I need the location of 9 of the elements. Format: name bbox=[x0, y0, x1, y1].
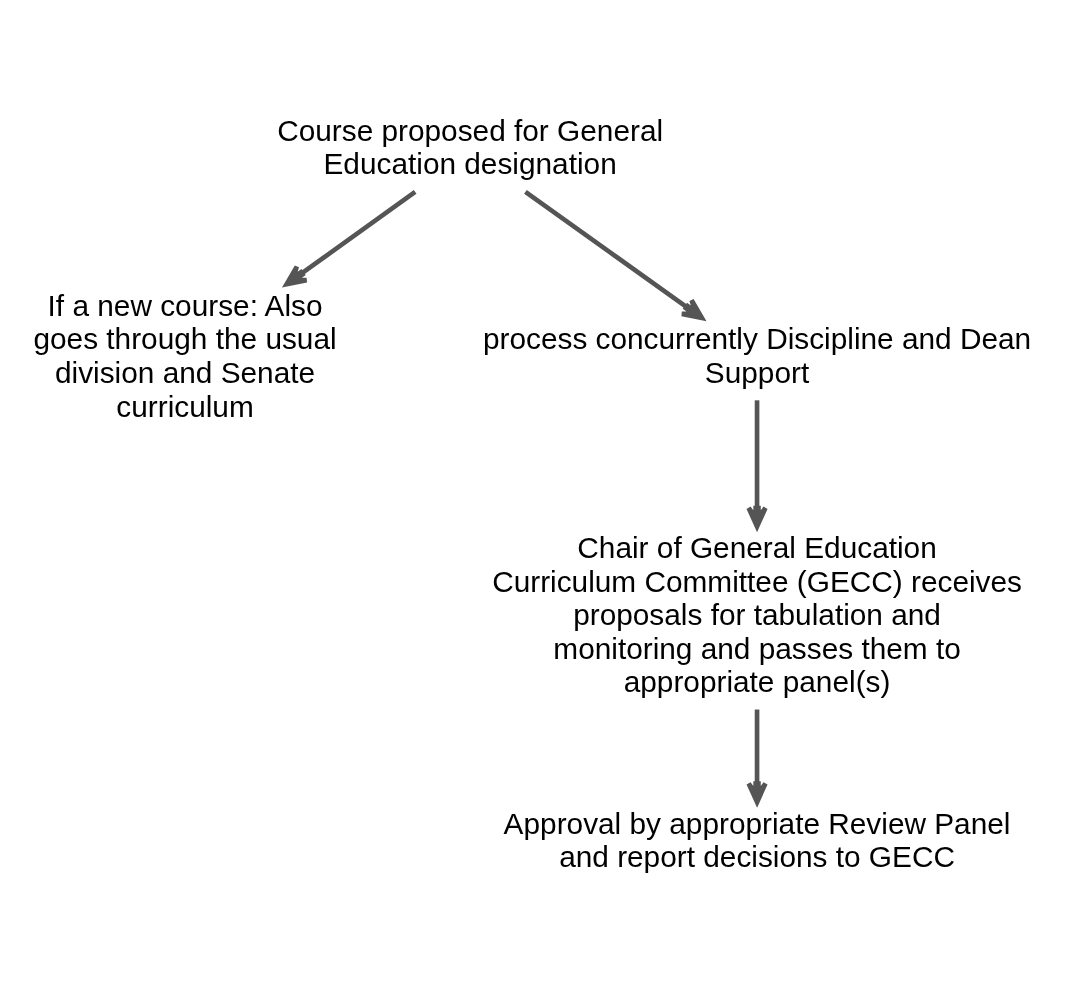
node-text: Chair of General Education Curriculum Committee (GECC) receives proposals for tabulation and monitoring and passes them to appropriate panel(s) bbox=[492, 531, 1022, 699]
node-text: Approval by appropriate Review Panel and report decisions to GECC bbox=[503, 806, 1011, 874]
node-text: Course proposed for General Education designation bbox=[277, 113, 664, 181]
node-text: process concurrently Discipline and Dean Support bbox=[482, 322, 1032, 389]
arrow bbox=[746, 709, 768, 805]
arrow bbox=[746, 400, 768, 529]
arrow bbox=[524, 189, 705, 321]
arrow bbox=[284, 189, 417, 287]
node-text: If a new course: Also goes through the usual division and Senate curriculum bbox=[33, 288, 337, 423]
